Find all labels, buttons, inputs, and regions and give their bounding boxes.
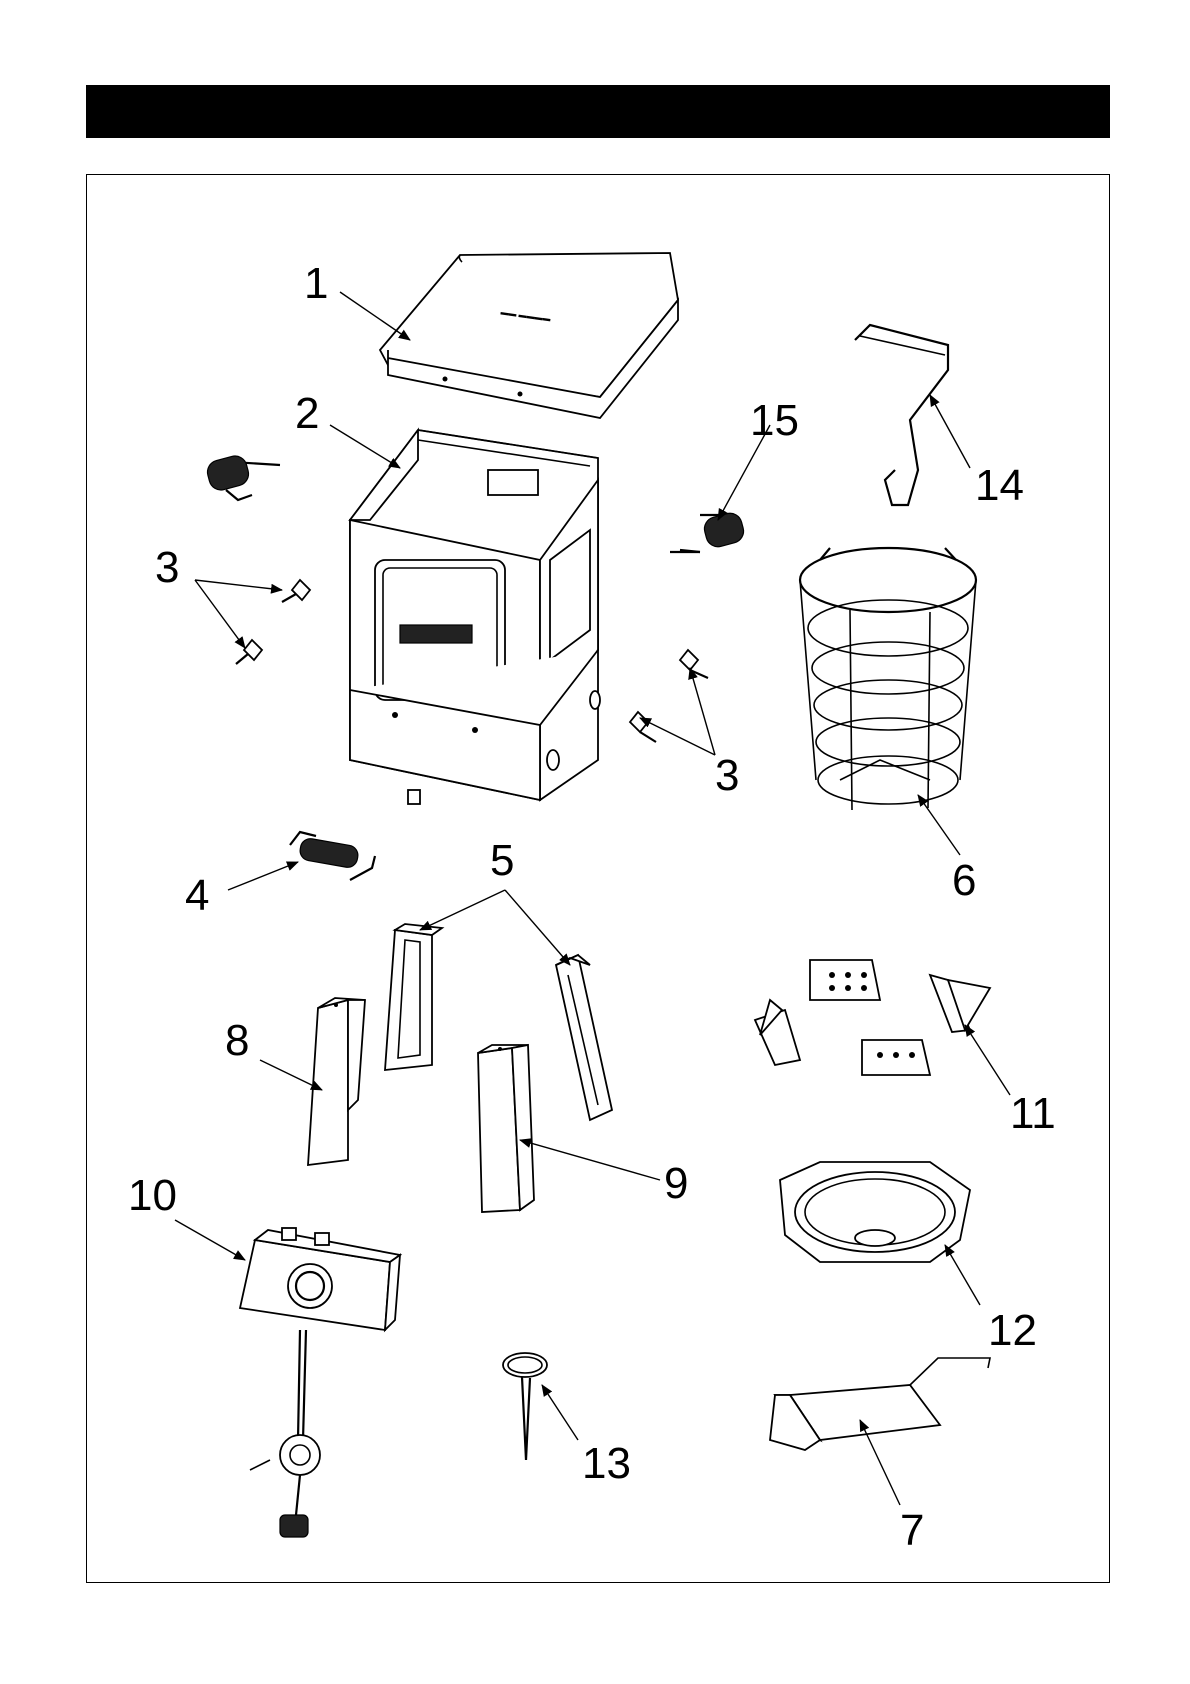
- body-part: [350, 430, 600, 804]
- leg-9-part: [478, 1045, 534, 1212]
- thermometer-part: [503, 1353, 547, 1460]
- lid-part: ▬▬ ▬▬▬▬: [380, 253, 678, 418]
- label-5: 5: [490, 836, 514, 885]
- leg-8-part: [308, 998, 365, 1165]
- label-6: 6: [952, 856, 976, 905]
- label-8: 8: [225, 1016, 249, 1065]
- burner-pan-part: [780, 1162, 970, 1262]
- label-1: 1: [304, 259, 328, 308]
- control-panel-part: [240, 1228, 400, 1537]
- label-4: 4: [185, 871, 209, 920]
- callout-labels: 1 2 3 3 4 5 6 7 8 9 10 11 12 13 14 15: [128, 259, 1056, 1555]
- hanger-hook-part: [855, 325, 948, 505]
- drip-tray-part: [770, 1358, 990, 1450]
- label-3b: 3: [715, 751, 739, 800]
- label-9: 9: [664, 1159, 688, 1208]
- spring-handle-bottom: [290, 832, 375, 880]
- label-2: 2: [295, 389, 319, 438]
- basket-part: [800, 548, 976, 810]
- label-15: 15: [750, 396, 799, 445]
- label-10: 10: [128, 1171, 177, 1220]
- label-11: 11: [1010, 1089, 1056, 1138]
- label-7: 7: [900, 1506, 924, 1555]
- spring-handle-left: [205, 453, 280, 500]
- label-3a: 3: [155, 543, 179, 592]
- label-12: 12: [988, 1306, 1037, 1355]
- label-13: 13: [582, 1439, 631, 1488]
- heat-shield-brackets-part: [755, 960, 990, 1075]
- spring-handle-right: [670, 511, 746, 552]
- label-14: 14: [975, 461, 1024, 510]
